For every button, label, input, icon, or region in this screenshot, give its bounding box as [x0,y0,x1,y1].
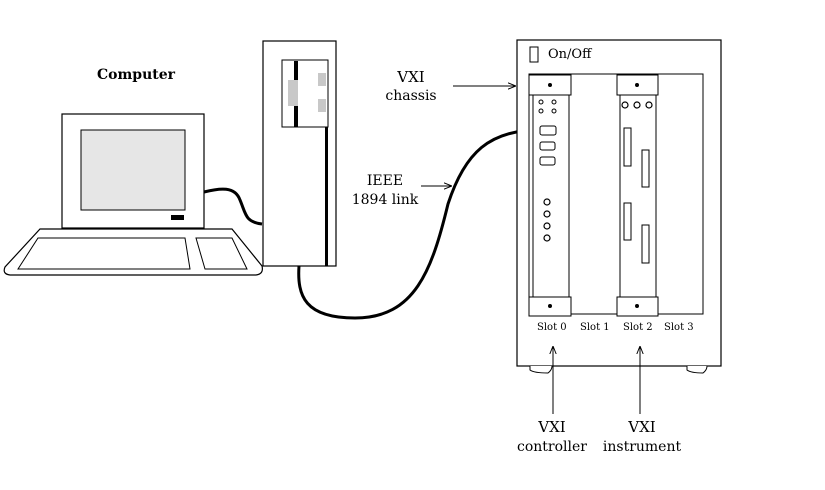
computer-keyboard [3,228,263,276]
slot1-label: Slot 1 [580,322,610,333]
ieee-link-cable [297,128,540,320]
instrument-label-line1: VXI [628,418,656,436]
instrument-label-line2: instrument [602,439,682,455]
computer-monitor [61,113,205,229]
power-switch [529,46,539,63]
on-off-label: On/Off [548,47,592,62]
chassis-label-line2: chassis [385,88,437,104]
link-label-line2: 1894 link [351,192,419,208]
computer-label: Computer [97,67,176,83]
monitor-cable [203,187,263,226]
slot2-label: Slot 2 [623,322,653,333]
vxi-controller-module [528,74,572,317]
controller-label-line2: controller [517,439,587,455]
chassis-label-line1: VXI [397,68,425,86]
slot0-label: Slot 0 [537,322,567,333]
slot3-label: Slot 3 [664,322,694,333]
vxi-instrument-module [616,74,659,317]
computer-tower [262,40,337,267]
monitor-power-led [171,215,184,220]
controller-label-line1: VXI [538,418,566,436]
link-label-line1: IEEE [366,173,404,189]
